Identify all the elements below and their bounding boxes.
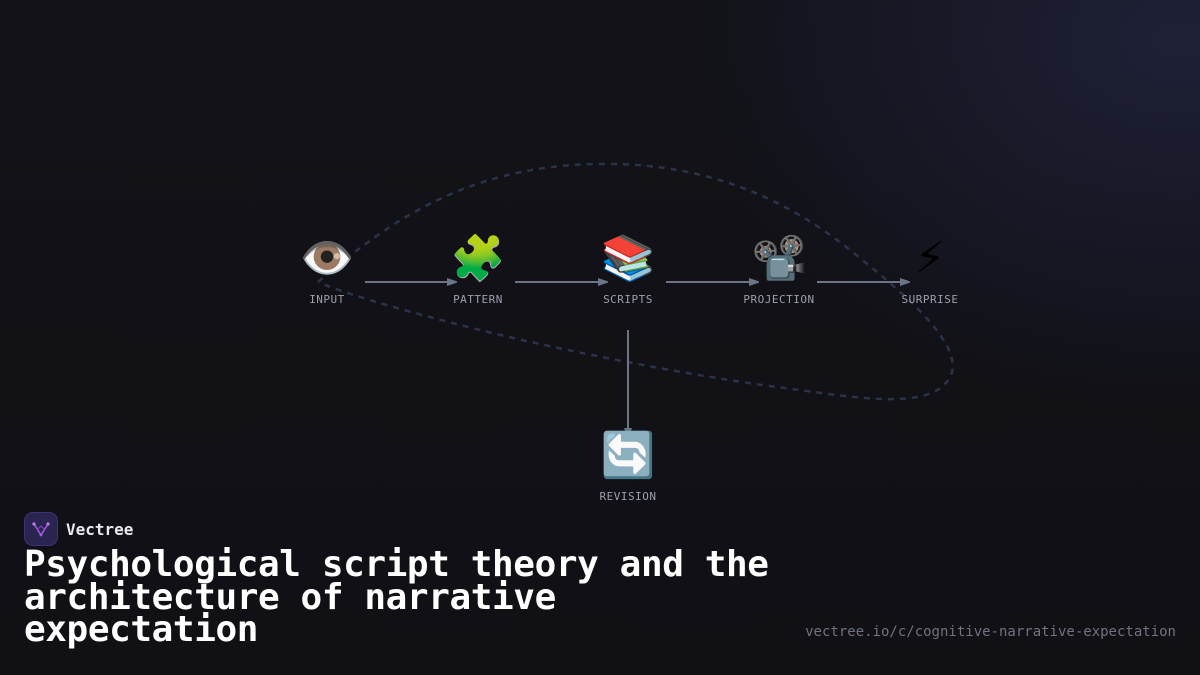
node-projection-label: PROJECTION [743, 293, 815, 306]
node-projection: 📽️ PROJECTION [719, 231, 839, 306]
lightning-icon: ⚡ [914, 233, 946, 284]
node-scripts-label: SCRIPTS [603, 293, 653, 306]
source-url[interactable]: vectree.io/c/cognitive-narrative-expecta… [805, 624, 1176, 640]
node-revision-label: REVISION [599, 490, 657, 503]
node-input: 👁️ INPUT [267, 231, 387, 306]
node-input-label: INPUT [309, 293, 345, 306]
page-title: Psychological script theory and the arch… [24, 544, 769, 650]
film-projector-icon: 📽️ [751, 233, 807, 284]
node-pattern-label: PATTERN [453, 293, 503, 306]
node-surprise-label: SURPRISE [901, 293, 959, 306]
brand-name: Vectree [66, 519, 134, 539]
puzzle-piece-icon: 🧩 [450, 233, 506, 284]
node-revision: 🔄 REVISION [568, 428, 688, 503]
refresh-arrows-icon: 🔄 [600, 430, 656, 481]
node-scripts: 📚 SCRIPTS [568, 231, 688, 306]
node-pattern: 🧩 PATTERN [418, 231, 538, 306]
brand: Vectree [24, 512, 133, 546]
node-surprise: ⚡ SURPRISE [870, 231, 990, 306]
eye-icon: 👁️ [299, 233, 355, 284]
books-icon: 📚 [600, 233, 656, 284]
vectree-logo-icon [24, 512, 58, 546]
